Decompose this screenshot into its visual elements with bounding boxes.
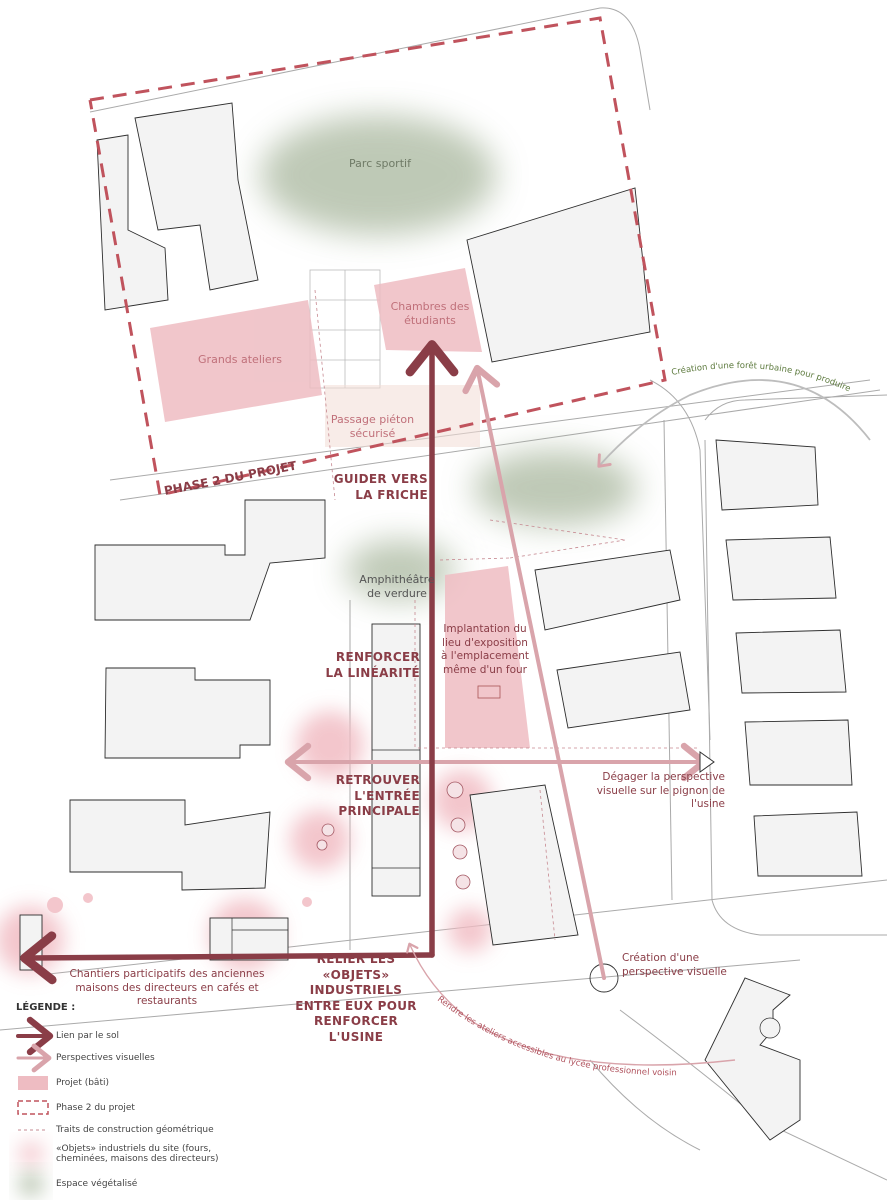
- building-maison-1: [19, 914, 43, 971]
- project-grands-ateliers: [150, 300, 322, 422]
- legend-label: Projet (bâti): [56, 1078, 109, 1088]
- building-maison-2: [209, 917, 289, 961]
- legend-label: Espace végétalisé: [56, 1179, 138, 1189]
- building-north-2: [96, 134, 169, 311]
- building-west-3: [69, 799, 271, 891]
- green-zones: [260, 115, 637, 600]
- legend-label: Lien par le sol: [56, 1031, 119, 1041]
- green-zone-foret: [473, 450, 637, 526]
- action-creation-perspective: Création d'une perspective visuelle: [622, 952, 727, 978]
- dashed-rect-icon: [17, 1100, 49, 1115]
- building-gymnase: [466, 187, 651, 363]
- label-amphi: Amphithéâtre de verdure: [359, 573, 435, 601]
- green-zone-amphi: [345, 540, 455, 600]
- green-blob-icon: [20, 1173, 42, 1195]
- four-icon: [477, 685, 501, 699]
- label-grands-ateliers: Grands ateliers: [198, 353, 282, 366]
- building-lycee: [704, 977, 801, 1141]
- legend-symbols: [16, 1016, 54, 1195]
- action-retrouver: RETROUVER L'ENTRÉE PRINCIPALE: [335, 773, 420, 819]
- construction-lines: [314, 289, 700, 941]
- passage-pieton-zone: [325, 385, 480, 447]
- green-zone-parc: [260, 115, 496, 235]
- perspective-point-icon: [589, 963, 619, 993]
- label-chambres: Chambres des étudiants: [390, 300, 470, 328]
- action-relier: RELIER LES «OBJETS» INDUSTRIELS ENTRE EU…: [295, 952, 417, 1044]
- building-north-1: [134, 102, 259, 291]
- building-far-east-4: [744, 719, 853, 786]
- eye-icon: [699, 751, 715, 773]
- building-east-2: [556, 651, 691, 729]
- label-passage: Passage piéton sécurisé: [330, 413, 415, 441]
- stairs: [309, 269, 381, 389]
- pink-blob-icon: [20, 1143, 42, 1165]
- building-west-1: [94, 499, 326, 621]
- note-ateliers: Rendre les ateliers accessibles au lycée…: [435, 994, 677, 1078]
- building-far-east-3: [735, 629, 847, 694]
- action-chantiers: Chantiers participatifs des anciennes ma…: [69, 968, 265, 1008]
- curved-arrows: [597, 379, 871, 468]
- building-far-east-5: [753, 811, 863, 877]
- project-swatch-icon: [18, 1076, 48, 1090]
- building-far-east-1: [715, 439, 819, 511]
- building-west-2: [104, 667, 271, 759]
- project-buildings: [150, 268, 530, 748]
- legend-title: LÉGENDE :: [16, 1002, 76, 1013]
- project-chambres: [374, 268, 482, 352]
- legend-label: Traits de construction géométrique: [56, 1125, 214, 1135]
- phase2-boundary: [88, 16, 667, 497]
- legend-label: Phase 2 du projet: [56, 1103, 135, 1113]
- building-east-1: [534, 549, 681, 631]
- legend-label: Perspectives visuelles: [56, 1053, 155, 1063]
- action-guider: GUIDER VERS LA FRICHE: [333, 472, 428, 502]
- ground-link-arrows: [20, 340, 459, 985]
- action-renforcer: RENFORCER LA LINÉARITÉ: [325, 650, 420, 680]
- label-parc-sportif: Parc sportif: [349, 157, 411, 170]
- label-implantation: Implantation du lieu d'exposition à l'em…: [441, 623, 529, 676]
- building-far-east-2: [725, 536, 837, 601]
- kiln-circles: [316, 781, 471, 890]
- project-implantation: [445, 566, 530, 748]
- perspective-arrows: [284, 364, 708, 980]
- action-degager: Dégager la perspective visuelle sur le p…: [596, 771, 725, 811]
- legend-label: «Objets» industriels du site (fours, che…: [56, 1144, 219, 1164]
- building-usine: [469, 784, 579, 946]
